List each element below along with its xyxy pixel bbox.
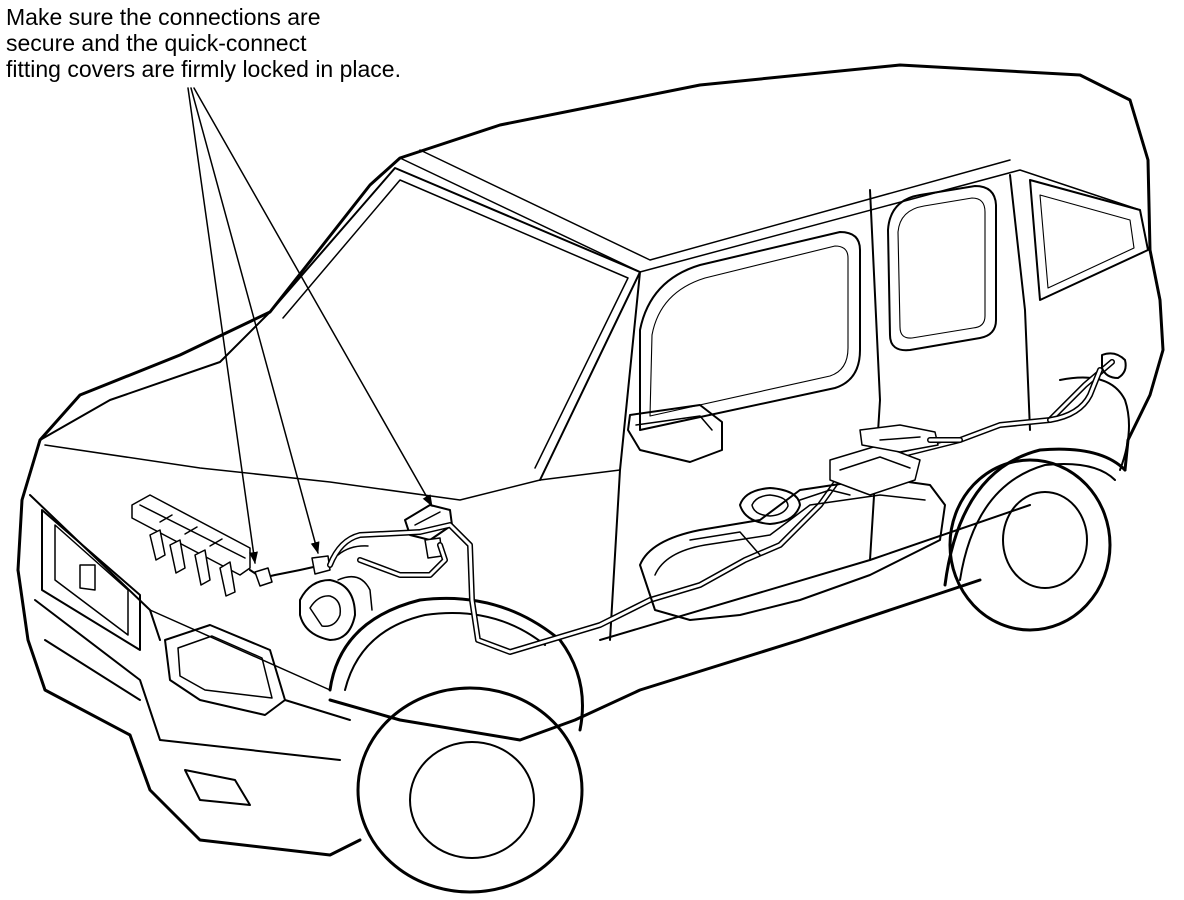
fuel-rail — [131, 494, 331, 597]
vehicle-body — [16, 63, 1165, 742]
front-wheel — [356, 686, 584, 894]
callout-text: Make sure the connections are secure and… — [6, 4, 401, 82]
evap-canister — [829, 424, 963, 496]
front-fascia — [16, 494, 362, 857]
rear-wheel — [948, 458, 1112, 632]
arrow-to-feed-line-connector — [190, 87, 320, 554]
fuel-tank — [639, 477, 946, 621]
fuel-feed-line — [327, 352, 1127, 655]
leader-arrows — [187, 87, 433, 564]
callout-line-2: secure and the quick-connect — [6, 30, 307, 56]
arrow-to-filter-connector — [193, 87, 433, 507]
callout-line-1: Make sure the connections are — [6, 4, 321, 30]
arrow-to-fuel-rail-connector — [187, 87, 258, 564]
callout-line-3: fitting covers are firmly locked in plac… — [6, 56, 401, 82]
